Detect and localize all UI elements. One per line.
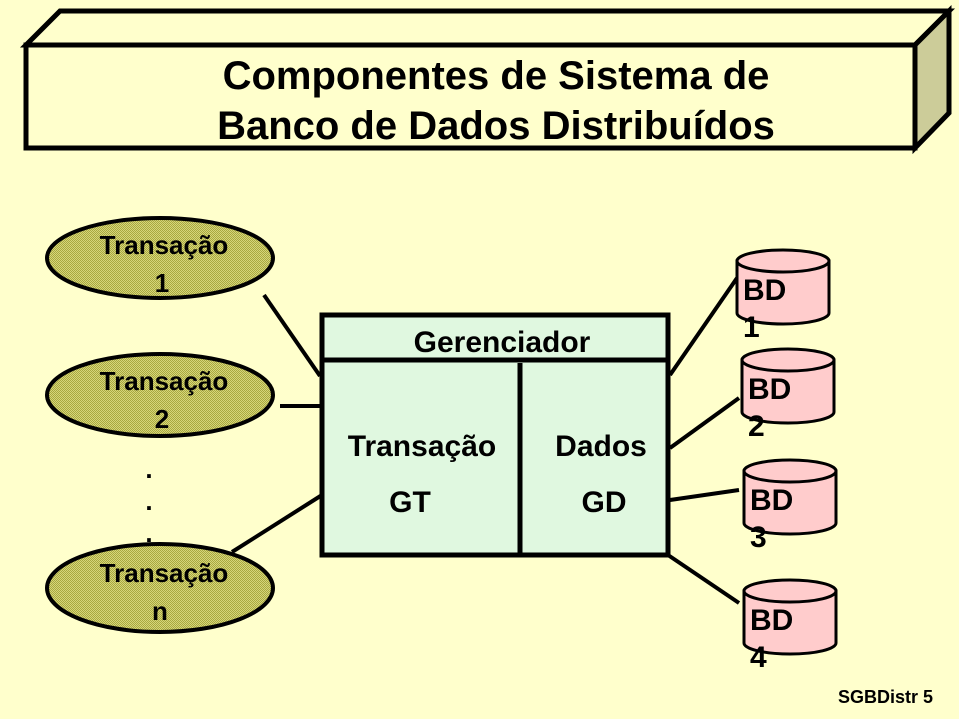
database-top — [742, 458, 838, 484]
title-line-2: Banco de Dados Distribuídos — [217, 104, 775, 148]
transaction-label: Transação — [100, 230, 229, 260]
transaction-n: Transação n — [45, 542, 275, 634]
manager-header: Gerenciador — [414, 326, 591, 359]
database-id: 2 — [748, 410, 765, 443]
transaction-1: Transação 1 — [45, 216, 275, 300]
connector-t1 — [262, 293, 322, 378]
data-manager-name: Dados — [555, 430, 647, 463]
transaction-oval — [45, 352, 275, 438]
database-top — [735, 248, 831, 274]
database-body — [742, 469, 838, 536]
database-id: 4 — [750, 641, 767, 674]
data-manager-abbr: GD — [582, 486, 627, 519]
transaction-2: Transação 2 — [45, 352, 275, 438]
ellipsis-dot: . — [145, 486, 152, 516]
database-4: BD 4 — [742, 578, 838, 674]
connector-bd2 — [668, 396, 741, 450]
database-body — [742, 589, 838, 656]
database-id: 1 — [743, 311, 760, 344]
database-1: BD 1 — [735, 248, 831, 344]
transaction-oval — [45, 216, 275, 300]
database-label: BD — [750, 484, 793, 517]
database-2: BD 2 — [740, 347, 836, 443]
ellipsis-dot: . — [145, 454, 152, 484]
database-label: BD — [748, 373, 791, 406]
transaction-id: 2 — [155, 404, 169, 434]
database-body — [735, 259, 831, 326]
ellipsis-dot: . — [145, 518, 152, 548]
transaction-manager-abbr: GT — [389, 486, 431, 519]
transaction-manager-name: Transação — [348, 430, 496, 463]
database-label: BD — [743, 274, 786, 307]
title-box: Componentes de Sistema de Banco de Dados… — [19, 4, 956, 155]
connector-bd3 — [669, 488, 740, 502]
title-box-top — [19, 8, 956, 48]
database-body — [740, 358, 836, 425]
database-3: BD 3 — [742, 458, 838, 554]
database-top — [742, 578, 838, 604]
manager-frame — [319, 312, 671, 558]
title-line-1: Componentes de Sistema de — [223, 54, 770, 98]
title-box-front — [23, 42, 918, 151]
transaction-label: Transação — [100, 558, 229, 588]
database-label: BD — [750, 604, 793, 637]
transaction-id: n — [152, 596, 168, 626]
slide-footer: SGBDistr 5 — [838, 687, 933, 707]
transaction-id: 1 — [155, 268, 169, 298]
database-top — [740, 347, 836, 373]
transaction-label: Transação — [100, 366, 229, 396]
database-id: 3 — [750, 521, 767, 554]
ellipsis: . . . — [145, 454, 152, 548]
connector-bd4 — [666, 553, 741, 605]
connector-bd1 — [668, 276, 739, 377]
manager-box: Gerenciador Transação GT Dados GD — [319, 312, 671, 558]
connectors — [230, 276, 741, 605]
connector-tn — [230, 493, 324, 554]
transaction-oval — [45, 542, 275, 634]
